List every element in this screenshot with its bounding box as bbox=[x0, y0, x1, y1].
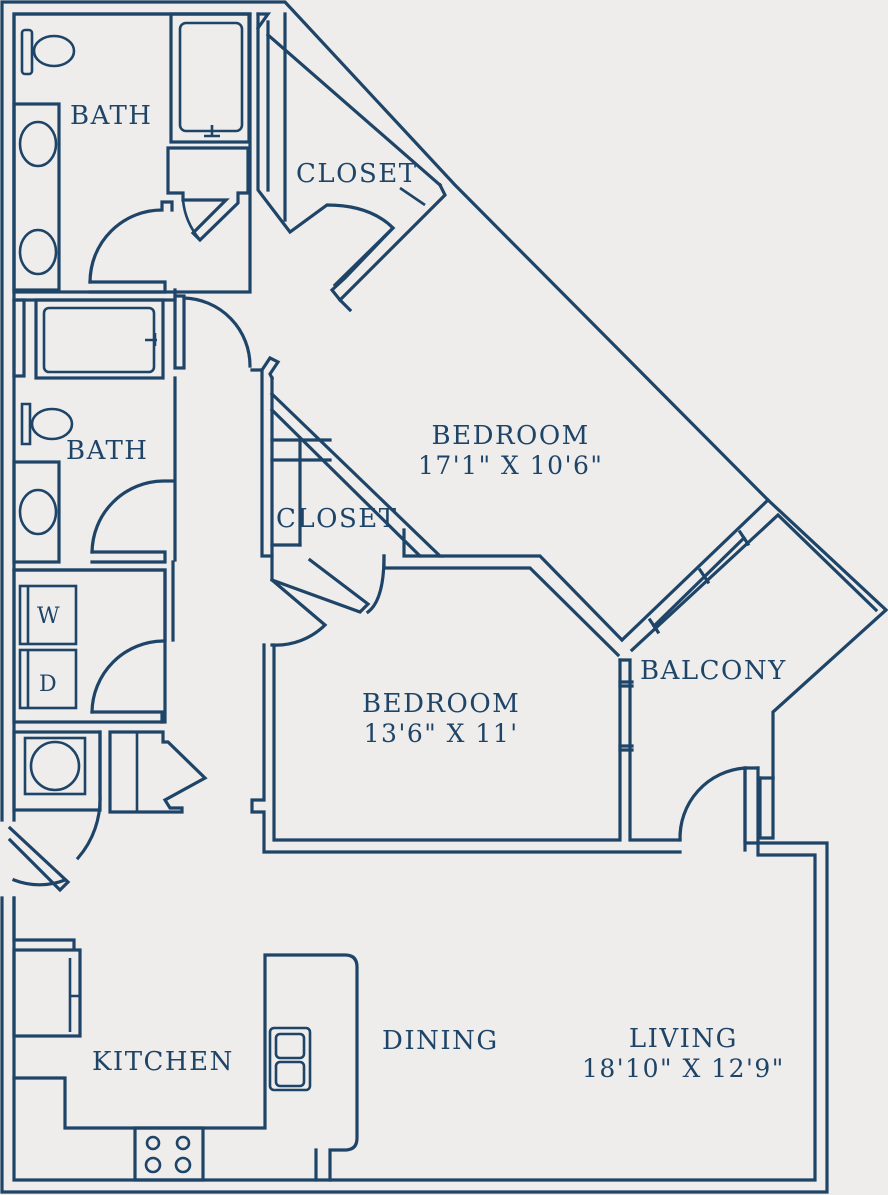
laundry-fixtures bbox=[7, 568, 208, 893]
bath-1-fixtures bbox=[12, 12, 252, 294]
room-dimensions: 17'1" X 10'6" bbox=[418, 450, 604, 480]
room-label-dining: DINING bbox=[382, 1026, 499, 1057]
room-dimensions: 13'6" X 11' bbox=[363, 718, 519, 748]
room-name: BATH bbox=[70, 101, 153, 131]
room-label-bath-2: BATH bbox=[66, 436, 149, 467]
room-name: BATH bbox=[66, 436, 149, 466]
room-label-kitchen: KITCHEN bbox=[92, 1047, 234, 1078]
room-label-closet-1: CLOSET bbox=[296, 159, 418, 190]
room-label-balcony: BALCONY bbox=[640, 656, 787, 687]
bath-2-fixtures bbox=[12, 288, 252, 642]
room-label-closet-2: CLOSET bbox=[276, 504, 398, 535]
dryer-label: D bbox=[39, 672, 57, 697]
washer-label: W bbox=[37, 604, 60, 629]
room-label-bedroom-1: BEDROOM 17'1" X 10'6" bbox=[418, 421, 604, 481]
closet-1-walls bbox=[255, 12, 447, 313]
room-name: BALCONY bbox=[640, 656, 787, 686]
room-name: BEDROOM bbox=[431, 421, 590, 451]
room-name: CLOSET bbox=[296, 159, 418, 189]
room-name: CLOSET bbox=[276, 504, 398, 534]
room-name: LIVING bbox=[628, 1024, 738, 1054]
room-label-bath-1: BATH bbox=[70, 101, 153, 132]
room-name: KITCHEN bbox=[92, 1047, 234, 1077]
room-label-living: LIVING 18'10" X 12'9" bbox=[582, 1024, 785, 1084]
room-label-bedroom-2: BEDROOM 13'6" X 11' bbox=[362, 689, 521, 749]
room-name: DINING bbox=[382, 1026, 499, 1056]
bedroom-1-windows bbox=[618, 497, 879, 852]
kitchen-fixtures bbox=[12, 896, 359, 1182]
room-name: BEDROOM bbox=[362, 689, 521, 719]
room-dimensions: 18'10" X 12'9" bbox=[582, 1053, 785, 1083]
